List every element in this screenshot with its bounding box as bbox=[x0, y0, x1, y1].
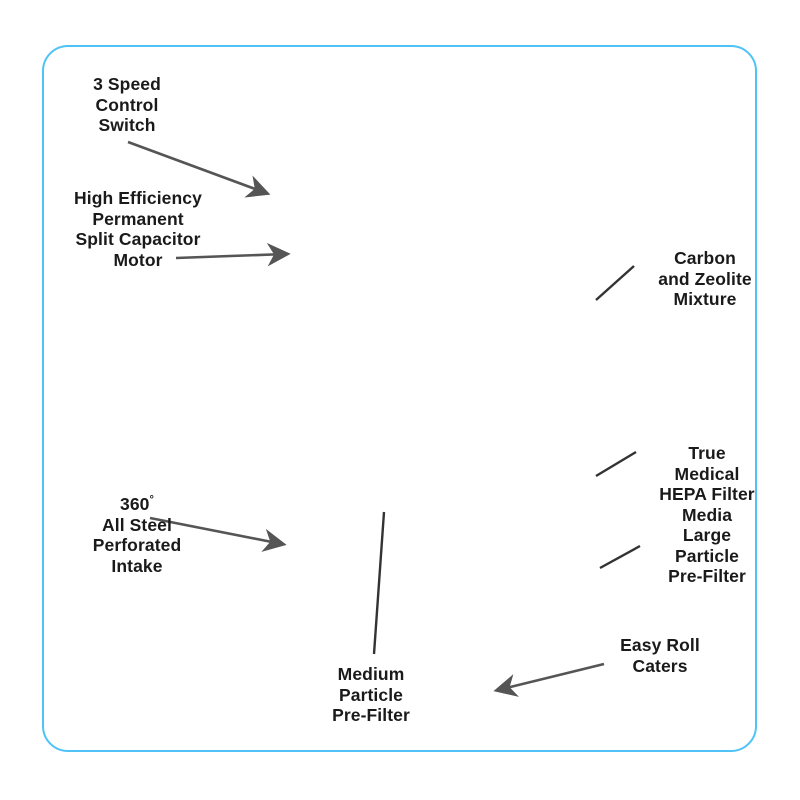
callout-speed-switch: 3 SpeedControlSwitch bbox=[93, 74, 161, 136]
callout-perforated-intake: 360°All SteelPerforatedIntake bbox=[92, 494, 182, 576]
callout-motor: High EfficiencyPermanentSplit CapacitorM… bbox=[74, 188, 202, 270]
callout-hepa: TrueMedicalHEPA FilterMedia bbox=[659, 443, 755, 525]
callout-casters: Easy RollCaters bbox=[620, 635, 700, 676]
callout-medium-particle: MediumParticlePre-Filter bbox=[332, 664, 410, 726]
callout-carbon-zeolite: Carbonand ZeoliteMixture bbox=[658, 248, 752, 310]
callout-large-particle: LargeParticlePre-Filter bbox=[668, 525, 746, 587]
